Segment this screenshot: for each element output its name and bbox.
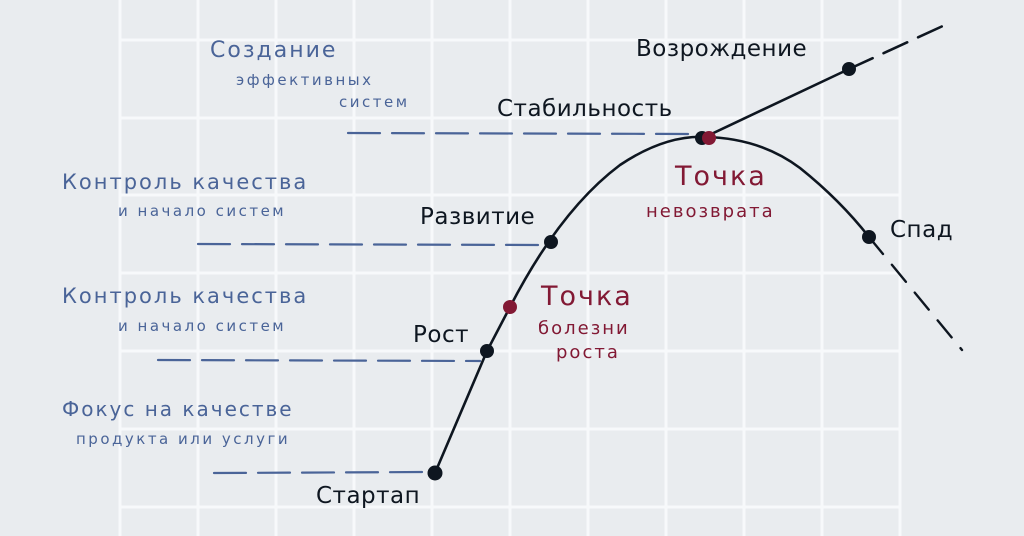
stage-label-revival: Возрождение (636, 36, 808, 62)
leader-line-growth (156, 358, 482, 363)
stage-points (427, 62, 876, 481)
note-development-line2: и начало систем (118, 202, 287, 220)
critical-growing-pains-line2: болезни (538, 318, 630, 339)
note-growth-line2: и начало систем (118, 317, 287, 335)
leader-line-startup (212, 470, 430, 475)
note-startup-line2: продукта или услуги (76, 430, 291, 448)
point-no-return (702, 131, 716, 145)
leader-lines (156, 131, 698, 475)
stage-label-startup: Стартап (316, 483, 421, 509)
leader-line-stability (346, 131, 698, 136)
point-startup (427, 465, 443, 481)
lifecycle-curve (433, 23, 964, 475)
leader-line-development (196, 242, 546, 247)
stage-label-stability: Стабильность (497, 96, 673, 122)
point-decline (862, 230, 876, 244)
critical-growing-pains-line3: роста (556, 342, 620, 363)
point-revival (842, 62, 856, 76)
critical-no-return-line1: Точка (675, 161, 767, 192)
stage-label-decline: Спад (890, 217, 954, 243)
point-growth (480, 344, 494, 358)
stage-label-growth: Рост (413, 322, 469, 348)
background-grid (118, 0, 902, 536)
note-growth-line1: Контроль качества (62, 284, 309, 308)
stage-label-development: Развитие (420, 204, 536, 230)
critical-no-return-line2: невозврата (646, 201, 775, 222)
note-stability-line3: систем (339, 93, 410, 111)
critical-growing-pains-line1: Точка (541, 281, 633, 312)
note-stability-line1: Создание (210, 38, 338, 63)
note-development-line1: Контроль качества (62, 170, 309, 194)
point-growing-pains (503, 300, 517, 314)
note-stability-line2: эффективных (236, 71, 374, 89)
point-development (544, 235, 558, 249)
note-startup-line1: Фокус на качестве (62, 397, 294, 421)
